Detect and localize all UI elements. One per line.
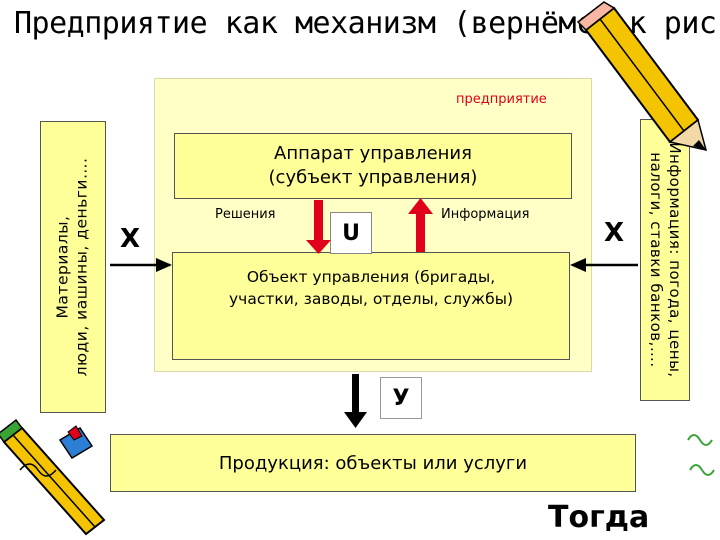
y-label: У	[392, 385, 410, 411]
control-apparatus-box: Аппарат управления (субъект управления)	[174, 133, 572, 199]
u-box: U	[330, 212, 372, 254]
pencil-icon	[0, 418, 106, 536]
footer-text: Тогда	[548, 500, 650, 535]
decisions-label: Решения	[215, 207, 276, 222]
products-text: Продукция: объекты или услуги	[218, 452, 528, 474]
controlled-object-box: Объект управления (бригады, участки, зав…	[172, 252, 570, 360]
information-arrow-shaft	[416, 212, 425, 252]
information-arrowhead	[408, 198, 433, 214]
decisions-arrow-shaft	[314, 200, 323, 242]
control-apparatus-line-1: Аппарат управления	[274, 142, 472, 164]
output-arrow-shaft	[352, 374, 359, 418]
output-arrowhead	[344, 412, 367, 428]
y-box: У	[380, 377, 422, 419]
enterprise-label: предприятие	[456, 92, 547, 107]
information-label: Информация	[441, 207, 530, 222]
pencil-icon	[576, 1, 708, 152]
squiggle-decoration	[689, 464, 715, 476]
left-input-arrowhead	[156, 258, 172, 272]
right-input-arrowhead	[570, 258, 586, 272]
controlled-object-line-2: участки, заводы, отделы, службы)	[228, 289, 513, 308]
information-input-box: Информация: погода, цены, налоги, ставки…	[640, 119, 690, 401]
squiggle-decoration	[687, 434, 713, 446]
controlled-object-line-1: Объект управления (бригады,	[246, 268, 496, 286]
x-left-label: X	[120, 224, 141, 254]
x-right-label: X	[604, 218, 625, 248]
materials-input-box: Материалы, люди, иашины, деньги….	[40, 121, 106, 413]
products-box: Продукция: объекты или услуги	[110, 434, 636, 492]
u-label: U	[342, 220, 360, 246]
control-apparatus-line-2: (субъект управления)	[268, 167, 478, 188]
decisions-arrowhead	[306, 240, 331, 254]
